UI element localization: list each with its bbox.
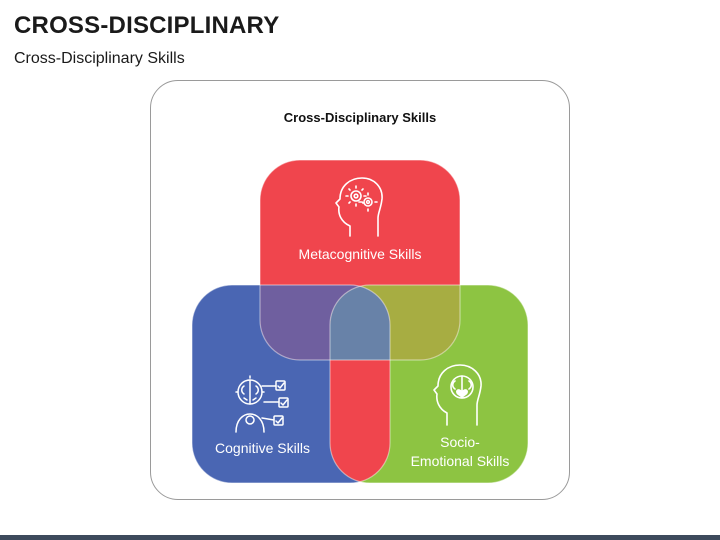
page-subtitle: Cross-Disciplinary Skills xyxy=(14,50,185,67)
label-socio-emotional-line1: Socio- xyxy=(440,434,480,450)
overlap-center xyxy=(330,285,390,360)
page-title: CROSS-DISCIPLINARY xyxy=(14,12,280,39)
label-socio-emotional-line2: Emotional Skills xyxy=(410,453,510,469)
head-gears-icon xyxy=(335,177,383,237)
diagram-title: Cross-Disciplinary Skills xyxy=(283,110,437,125)
label-cognitive: Cognitive Skills xyxy=(215,440,310,456)
bottom-bar xyxy=(0,535,720,540)
brain-checklist-icon xyxy=(235,375,289,433)
head-brain-heart-icon xyxy=(433,364,482,426)
label-metacognitive: Metacognitive Skills xyxy=(298,246,422,262)
